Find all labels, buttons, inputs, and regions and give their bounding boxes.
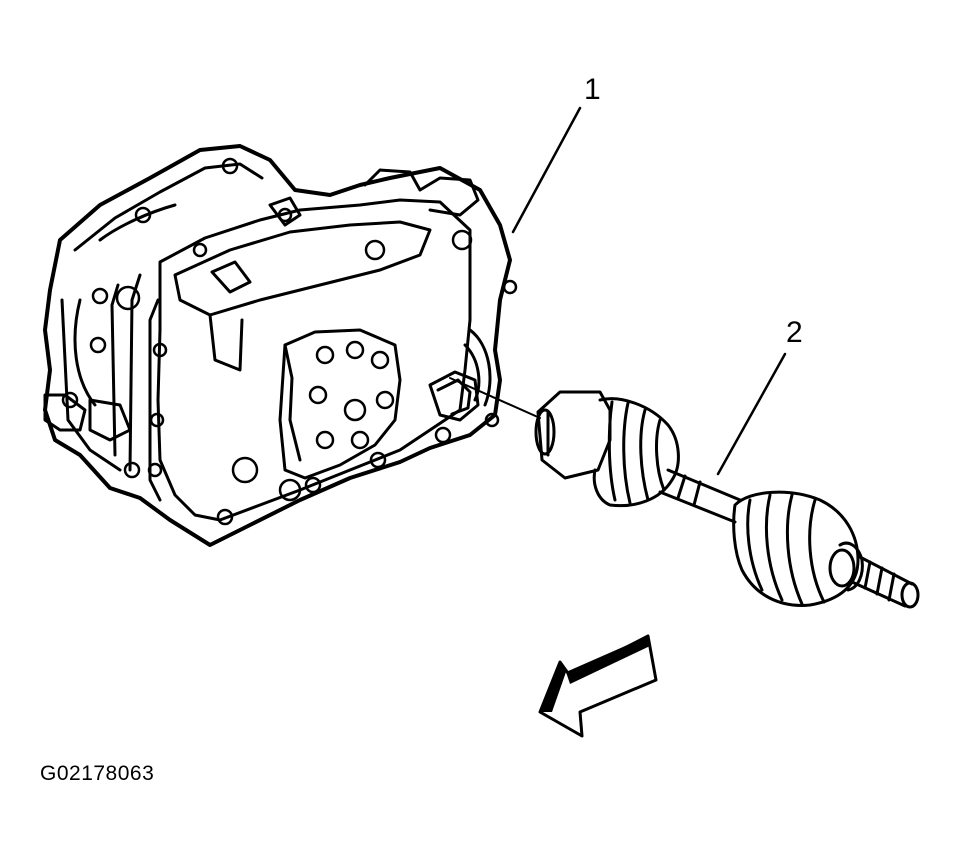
alignment-line xyxy=(449,377,541,419)
forward-arrow xyxy=(538,634,658,738)
callout-1: 1 xyxy=(584,73,601,106)
housing-bolts xyxy=(61,157,518,526)
drive-axle-shaft xyxy=(534,390,920,609)
callout-2-leader xyxy=(716,352,787,476)
callout-1-leader xyxy=(511,106,582,234)
figure-id: G02178063 xyxy=(40,762,155,785)
transaxle-housing xyxy=(43,144,512,547)
callout-2: 2 xyxy=(786,316,803,349)
